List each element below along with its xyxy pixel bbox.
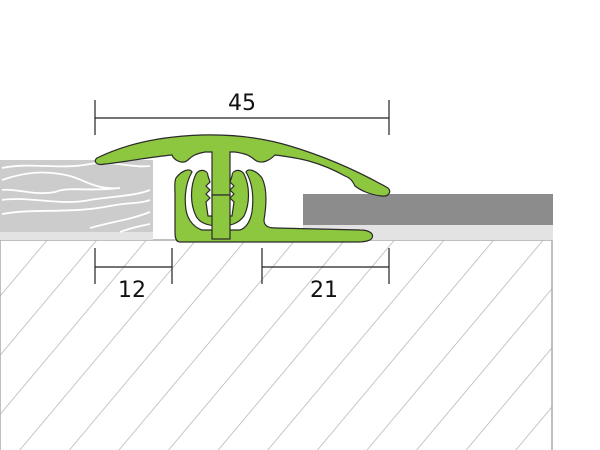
dimension-right [261, 248, 390, 284]
dimension-overall [94, 100, 390, 135]
transition-profile [94, 134, 391, 243]
dimension-left [94, 248, 173, 284]
screed-base [0, 239, 553, 450]
wood-plank [0, 160, 153, 240]
dimension-left-label: 12 [118, 278, 146, 303]
dimension-overall-label: 45 [228, 91, 256, 116]
wood-grain-icon [1, 162, 151, 233]
dimension-right-label: 21 [310, 278, 338, 303]
